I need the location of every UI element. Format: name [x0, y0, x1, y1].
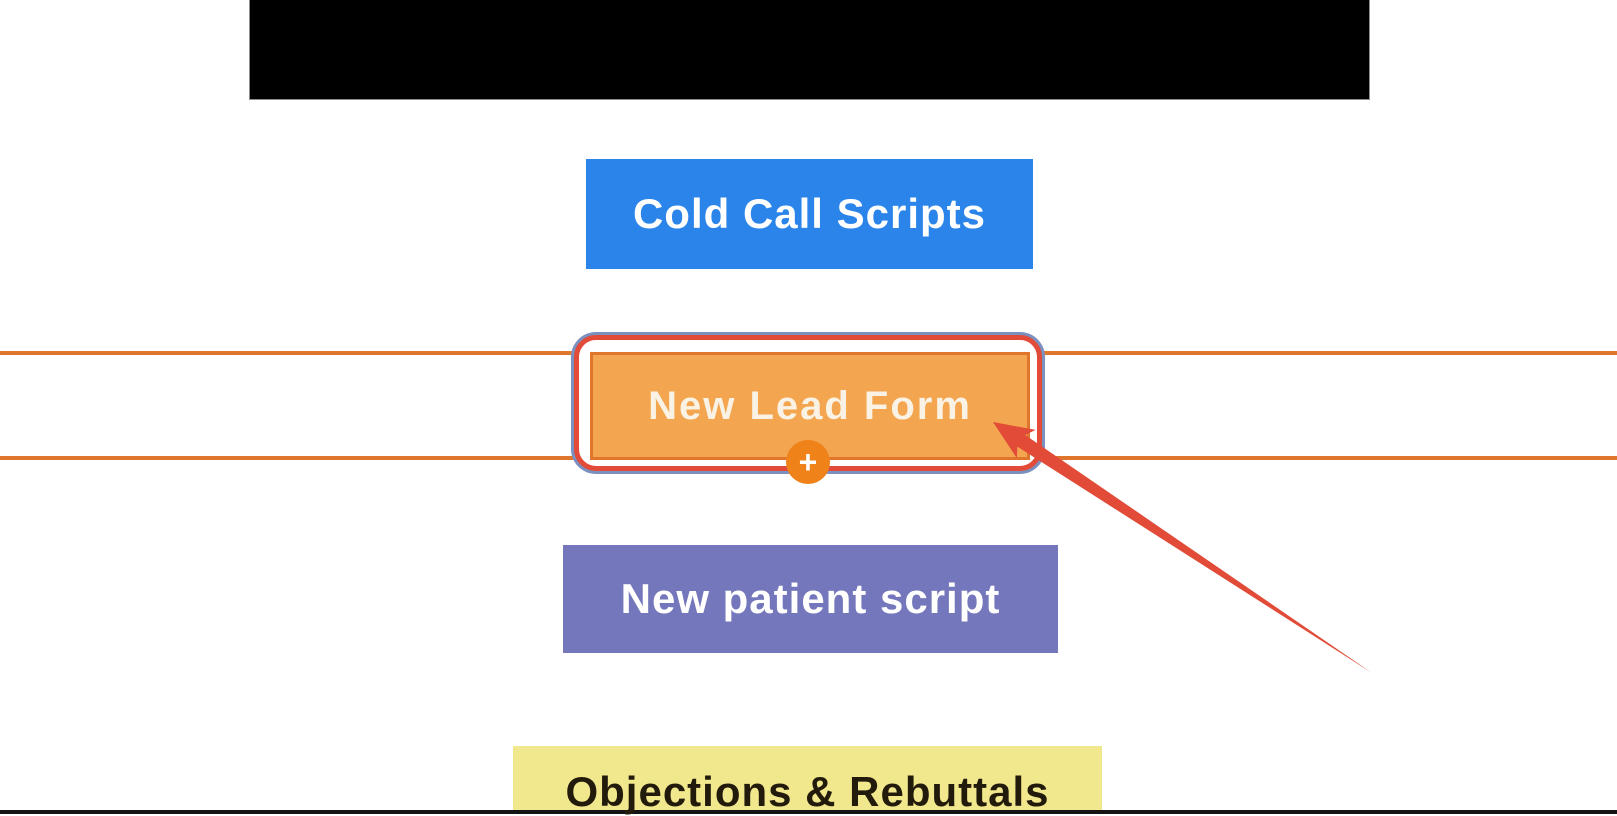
- new-patient-script-button[interactable]: New patient script: [563, 545, 1058, 653]
- new-patient-script-label: New patient script: [620, 575, 1001, 622]
- objections-rebuttals-label: Objections & Rebuttals: [565, 768, 1050, 815]
- bottom-border-line: [0, 810, 1617, 814]
- new-lead-form-button[interactable]: New Lead Form: [590, 352, 1030, 460]
- redacted-content-bar: [249, 0, 1370, 100]
- plus-icon: +: [798, 444, 818, 480]
- cold-call-scripts-label: Cold Call Scripts: [632, 190, 987, 237]
- add-element-button[interactable]: +: [786, 440, 830, 484]
- objections-rebuttals-button[interactable]: Objections & Rebuttals: [513, 746, 1102, 815]
- new-lead-form-label: New Lead Form: [648, 383, 972, 428]
- cold-call-scripts-button[interactable]: Cold Call Scripts: [586, 159, 1033, 269]
